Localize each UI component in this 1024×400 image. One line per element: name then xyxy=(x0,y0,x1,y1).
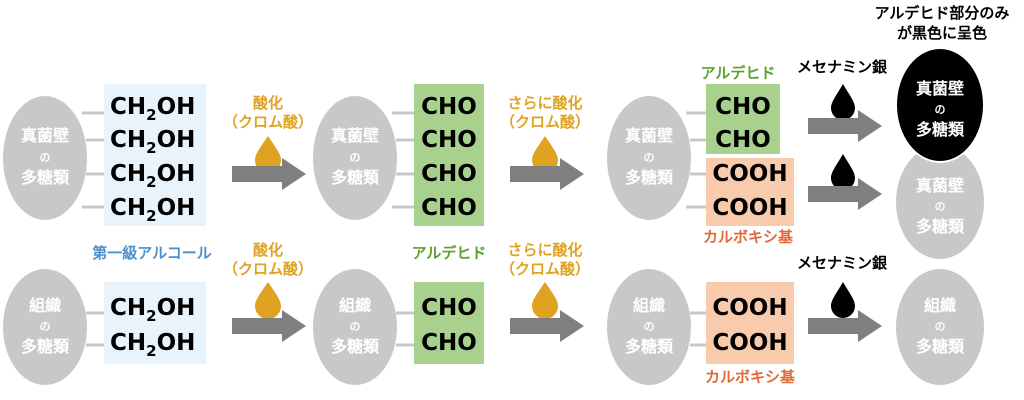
chem-alcohol-4: CH2OH xyxy=(110,195,195,225)
chem-cho-4: CHO xyxy=(421,195,477,221)
svg-text:多糖類: 多糖類 xyxy=(21,337,70,356)
fungal-wall-ellipse-1: 真菌壁 の 多糖類 xyxy=(3,96,87,220)
svg-text:の: の xyxy=(935,103,946,116)
drop-icon xyxy=(255,282,281,319)
svg-text:組織: 組織 xyxy=(924,296,956,315)
aldehyde-label-bottom: アルデヒド xyxy=(412,244,487,262)
fungal-wall-unstained-ellipse: 真菌壁 の 多糖類 xyxy=(896,145,984,259)
svg-text:多糖類: 多糖類 xyxy=(625,168,674,187)
chem-cho-5: CHO xyxy=(715,94,771,120)
carboxyl-label-bottom: カルボキシ基 xyxy=(705,368,796,386)
fungal-wall-no: の xyxy=(40,151,51,164)
primary-alcohol-label: 第一級アルコール xyxy=(92,244,212,262)
connector-lines-1 xyxy=(82,111,104,209)
svg-text:多糖類: 多糖類 xyxy=(916,337,965,356)
alcohol-box-bottom xyxy=(104,282,206,364)
carboxyl-box-bottom xyxy=(706,282,794,364)
result-text-line1: アルデヒド部分のみ xyxy=(875,4,1010,22)
drop-icon xyxy=(532,136,558,173)
arrow-icon xyxy=(232,310,306,342)
chem-cooh-2: COOH xyxy=(712,195,787,221)
chem-alcohol-5: CH2OH xyxy=(110,295,195,325)
arrow-icon xyxy=(808,178,882,210)
svg-text:真菌壁: 真菌壁 xyxy=(331,126,379,145)
further-oxidation-label-top: さらに酸化 xyxy=(507,94,582,112)
tissue-ellipse-2: 組織 の 多糖類 xyxy=(313,269,397,385)
oxidation-reagent-top: （クロム酸） xyxy=(223,113,313,131)
svg-text:多糖類: 多糖類 xyxy=(331,337,380,356)
svg-text:組織: 組織 xyxy=(339,296,371,315)
chem-alcohol-6: CH2OH xyxy=(110,330,195,360)
oxidation-label-bottom: 酸化 xyxy=(253,241,283,259)
drop-icon xyxy=(255,136,281,173)
connector-lines-3 xyxy=(686,111,706,209)
chem-cooh-1: COOH xyxy=(712,161,787,187)
chem-alcohol-2: CH2OH xyxy=(110,127,195,157)
chem-cho-3: CHO xyxy=(421,161,477,187)
chem-cho-8: CHO xyxy=(421,330,477,356)
further-oxidation-label-bottom: さらに酸化 xyxy=(507,241,582,259)
svg-text:多糖類: 多糖類 xyxy=(625,337,674,356)
arrow-icon xyxy=(232,158,306,190)
svg-text:の: の xyxy=(935,320,946,333)
methenamine-silver-label-bottom: メセナミン銀 xyxy=(797,254,887,272)
connector-lines-6 xyxy=(690,311,706,347)
aldehyde-label-top: アルデヒド xyxy=(701,64,776,82)
drop-icon xyxy=(831,84,855,120)
connector-lines-4 xyxy=(86,311,104,347)
svg-text:の: の xyxy=(644,151,655,164)
oxidation-label-top: 酸化 xyxy=(253,94,283,112)
fungal-wall-stained-ellipse: 真菌壁 の 多糖類 xyxy=(895,47,985,163)
drop-icon xyxy=(532,282,558,319)
svg-text:の: の xyxy=(644,320,655,333)
drop-icon xyxy=(831,282,855,318)
tissue-ellipse-3: 組織 の 多糖類 xyxy=(607,269,691,385)
connector-lines-5 xyxy=(396,311,414,347)
connector-lines-2 xyxy=(392,111,414,209)
chem-cooh-4: COOH xyxy=(712,330,787,356)
further-oxidation-reagent-top: （クロム酸） xyxy=(500,113,590,131)
svg-text:真菌壁: 真菌壁 xyxy=(916,79,964,98)
svg-text:多糖類: 多糖類 xyxy=(916,120,965,139)
aldehyde-box-remaining xyxy=(706,84,780,154)
svg-text:真菌壁: 真菌壁 xyxy=(916,176,964,195)
further-oxidation-reagent-bottom: （クロム酸） xyxy=(500,260,590,278)
aldehyde-box-bottom xyxy=(414,282,484,364)
tissue-unstained-ellipse: 組織 の 多糖類 xyxy=(896,269,984,385)
fungal-wall-ellipse-2: 真菌壁 の 多糖類 xyxy=(313,96,397,220)
methenamine-silver-label-top: メセナミン銀 xyxy=(797,58,887,76)
chem-cho-7: CHO xyxy=(421,295,477,321)
chem-cho-1: CHO xyxy=(421,94,477,120)
carboxyl-box-top xyxy=(706,158,794,226)
tissue-ellipse-1: 組織 の 多糖類 xyxy=(3,269,87,385)
svg-text:多糖類: 多糖類 xyxy=(916,217,965,236)
result-text-line2: が黒色に呈色 xyxy=(897,24,987,42)
svg-text:組織: 組織 xyxy=(633,296,665,315)
fungal-wall-label: 真菌壁 xyxy=(21,126,69,145)
drop-icon xyxy=(831,154,855,190)
svg-text:の: の xyxy=(935,200,946,213)
fungal-wall-ellipse-3: 真菌壁 の 多糖類 xyxy=(607,96,691,220)
arrow-icon xyxy=(510,310,584,342)
oxidation-reagent-bottom: （クロム酸） xyxy=(223,260,313,278)
svg-text:の: の xyxy=(350,151,361,164)
arrow-icon xyxy=(808,310,882,342)
chem-cho-6: CHO xyxy=(715,127,771,153)
alcohol-box-top xyxy=(104,84,206,226)
fungal-wall-polysaccharide: 多糖類 xyxy=(21,168,70,187)
chem-alcohol-3: CH2OH xyxy=(110,161,195,191)
arrow-icon xyxy=(510,158,584,190)
svg-text:真菌壁: 真菌壁 xyxy=(625,126,673,145)
chem-cooh-3: COOH xyxy=(712,295,787,321)
svg-text:組織: 組織 xyxy=(29,296,61,315)
chem-alcohol-1: CH2OH xyxy=(110,94,195,124)
svg-text:の: の xyxy=(350,320,361,333)
arrow-icon xyxy=(808,110,882,142)
svg-text:多糖類: 多糖類 xyxy=(331,168,380,187)
svg-text:の: の xyxy=(40,320,51,333)
carboxyl-label-top: カルボキシ基 xyxy=(703,228,794,246)
aldehyde-box-top xyxy=(414,84,484,226)
chem-cho-2: CHO xyxy=(421,127,477,153)
